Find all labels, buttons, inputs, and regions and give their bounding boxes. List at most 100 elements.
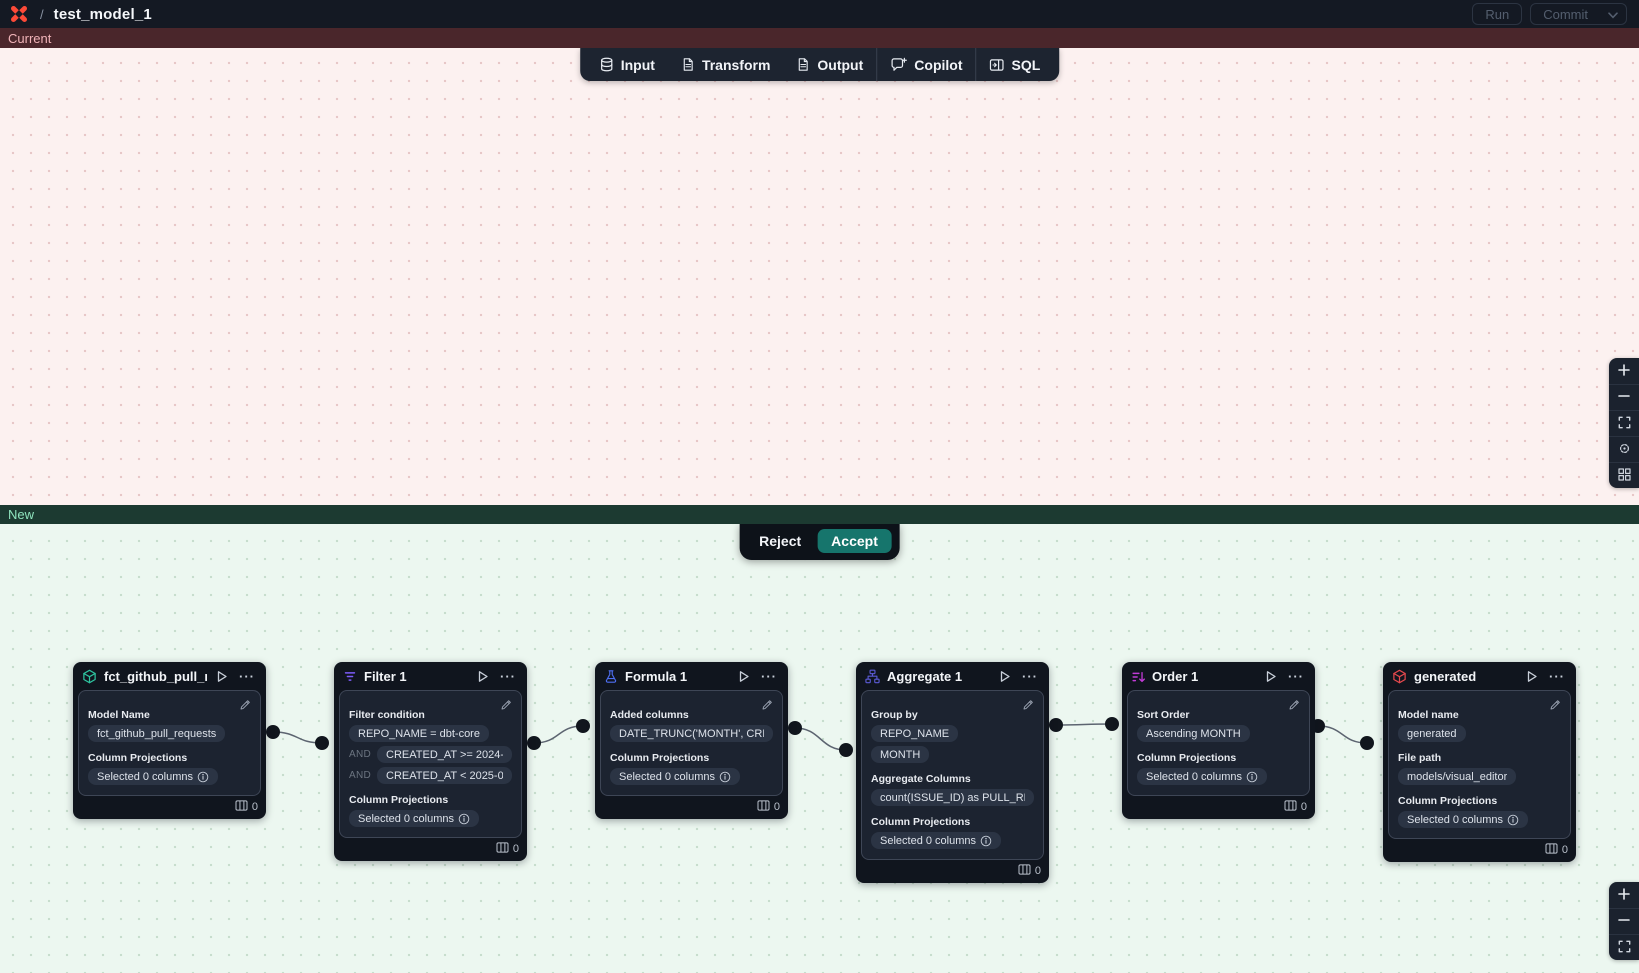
node-section: Column ProjectionsSelected 0 columns xyxy=(1137,752,1300,785)
current-canvas[interactable]: Input TransformOutputCopilotSQL xyxy=(0,48,1639,505)
node-run-button[interactable] xyxy=(997,670,1013,683)
zoom-in-button[interactable] xyxy=(1609,882,1639,908)
zoom-out-button[interactable] xyxy=(1609,908,1639,934)
node-header[interactable]: Formula 1··· xyxy=(595,662,788,690)
node-run-button[interactable] xyxy=(736,670,752,683)
run-button[interactable]: Run xyxy=(1472,3,1522,25)
zoom-in-button[interactable] xyxy=(1609,358,1639,384)
node-title: Aggregate 1 xyxy=(887,669,990,684)
input-port[interactable] xyxy=(1105,717,1119,731)
toolbar-item-label: Input xyxy=(621,57,655,73)
edit-node-button[interactable] xyxy=(1288,698,1301,714)
node-filter-1[interactable]: Filter 1··· Filter conditionREPO_NAME = d… xyxy=(334,662,527,861)
edit-node-button[interactable] xyxy=(500,698,513,714)
reject-button[interactable]: Reject xyxy=(747,529,813,553)
value-pill[interactable]: Selected 0 columns xyxy=(88,768,218,785)
node-menu-button[interactable]: ··· xyxy=(1547,672,1567,682)
recenter-button[interactable] xyxy=(1609,436,1639,462)
accept-button[interactable]: Accept xyxy=(817,529,892,553)
edit-node-button[interactable] xyxy=(761,698,774,714)
node-generated[interactable]: generated···Model namegeneratedFile path… xyxy=(1383,662,1576,862)
value-pill[interactable]: MONTH xyxy=(871,746,929,763)
page-title: test_model_1 xyxy=(54,6,152,23)
play-icon xyxy=(477,670,489,683)
info-icon xyxy=(458,813,470,825)
section-label: Model Name xyxy=(88,709,251,721)
value-pill-text: Selected 0 columns xyxy=(1146,771,1242,783)
node-run-button[interactable] xyxy=(1263,670,1279,683)
fit-view-button[interactable] xyxy=(1609,934,1639,960)
value-pill[interactable]: Selected 0 columns xyxy=(349,810,479,827)
section-row: generated xyxy=(1398,725,1561,742)
value-pill-text: Selected 0 columns xyxy=(619,771,715,783)
value-pill[interactable]: generated xyxy=(1398,725,1466,742)
section-label: Filter condition xyxy=(349,709,512,721)
value-pill[interactable]: Selected 0 columns xyxy=(610,768,740,785)
dbt-logo-icon[interactable] xyxy=(8,3,30,25)
columns-icon xyxy=(496,842,509,856)
output-port[interactable] xyxy=(788,721,802,735)
value-pill[interactable]: Selected 0 columns xyxy=(871,832,1001,849)
input-port[interactable] xyxy=(1360,736,1374,750)
toolbar-item-sql[interactable]: SQL xyxy=(977,48,1054,81)
toolbar-item-copilot[interactable]: Copilot xyxy=(877,48,975,81)
node-aggregate-1[interactable]: Aggregate 1···Group byREPO_NAMEMONTHAggr… xyxy=(856,662,1049,883)
value-pill[interactable]: CREATED_AT >= 2024-12-01 xyxy=(377,746,512,763)
zoom-out-button[interactable] xyxy=(1609,384,1639,410)
output-port[interactable] xyxy=(1049,718,1063,732)
toolbar-item-input[interactable]: Input xyxy=(586,48,668,81)
node-section: Column ProjectionsSelected 0 columns xyxy=(1398,795,1561,828)
section-row: count(ISSUE_ID) as PULL_REQUEST_… xyxy=(871,789,1034,806)
input-port[interactable] xyxy=(315,736,329,750)
value-pill[interactable]: REPO_NAME = dbt-core xyxy=(349,725,489,742)
value-pill[interactable]: Ascending MONTH xyxy=(1137,725,1250,742)
zoom-in-icon xyxy=(1617,363,1631,380)
value-pill[interactable]: models/visual_editor xyxy=(1398,768,1516,785)
node-header[interactable]: generated··· xyxy=(1383,662,1576,690)
output-port[interactable] xyxy=(266,725,280,739)
value-pill[interactable]: Selected 0 columns xyxy=(1398,811,1528,828)
commit-button[interactable]: Commit xyxy=(1531,4,1600,24)
value-pill[interactable]: fct_github_pull_requests xyxy=(88,725,225,742)
node-run-button[interactable] xyxy=(475,670,491,683)
node-order-1[interactable]: Order 1···Sort OrderAscending MONTHColum… xyxy=(1122,662,1315,819)
value-pill[interactable]: count(ISSUE_ID) as PULL_REQUEST_… xyxy=(871,789,1034,806)
commit-dropdown-button[interactable] xyxy=(1600,4,1626,24)
pencil-icon xyxy=(1288,698,1301,714)
output-port[interactable] xyxy=(527,736,541,750)
edit-node-button[interactable] xyxy=(239,698,252,714)
node-header[interactable]: Aggregate 1 ··· xyxy=(856,662,1049,690)
grid-view-button[interactable] xyxy=(1609,462,1639,488)
section-row: Selected 0 columns xyxy=(871,832,1034,849)
fit-view-button[interactable] xyxy=(1609,410,1639,436)
value-pill[interactable]: Selected 0 columns xyxy=(1137,768,1267,785)
info-icon xyxy=(719,771,731,783)
node-menu-button[interactable]: ··· xyxy=(1020,672,1040,682)
edit-node-button[interactable] xyxy=(1022,698,1035,714)
edit-node-button[interactable] xyxy=(1549,698,1562,714)
value-pill[interactable]: REPO_NAME xyxy=(871,725,958,742)
node-title: Order 1 xyxy=(1152,669,1256,684)
input-port[interactable] xyxy=(576,719,590,733)
toolbar-item-transform[interactable]: Transform xyxy=(668,48,783,81)
node-menu-button[interactable]: ··· xyxy=(237,672,257,682)
toolbar-item-output[interactable]: Output xyxy=(783,48,876,81)
node-section: Column ProjectionsSelected 0 columns xyxy=(349,794,512,827)
node-header[interactable]: fct_github_pull_requests··· xyxy=(73,662,266,690)
section-label: File path xyxy=(1398,752,1561,764)
new-canvas[interactable]: fct_github_pull_requests···Model Namefct… xyxy=(0,524,1639,973)
node-formula-1[interactable]: Formula 1···Added columnsDATE_TRUNC('MON… xyxy=(595,662,788,819)
node-footer: 0 xyxy=(856,860,1049,883)
node-run-button[interactable] xyxy=(214,670,230,683)
section-label: Column Projections xyxy=(610,752,773,764)
node-menu-button[interactable]: ··· xyxy=(1286,672,1306,682)
node-fct_github_pull_requests[interactable]: fct_github_pull_requests···Model Namefct… xyxy=(73,662,266,819)
value-pill[interactable]: CREATED_AT < 2025-03-01 xyxy=(377,767,512,784)
value-pill[interactable]: DATE_TRUNC('MONTH', CREATED_AT… xyxy=(610,725,773,742)
node-header[interactable]: Filter 1··· xyxy=(334,662,527,690)
input-port[interactable] xyxy=(839,743,853,757)
node-header[interactable]: Order 1 ··· xyxy=(1122,662,1315,690)
node-menu-button[interactable]: ··· xyxy=(759,672,779,682)
node-menu-button[interactable]: ··· xyxy=(498,672,518,682)
node-run-button[interactable] xyxy=(1524,670,1540,683)
